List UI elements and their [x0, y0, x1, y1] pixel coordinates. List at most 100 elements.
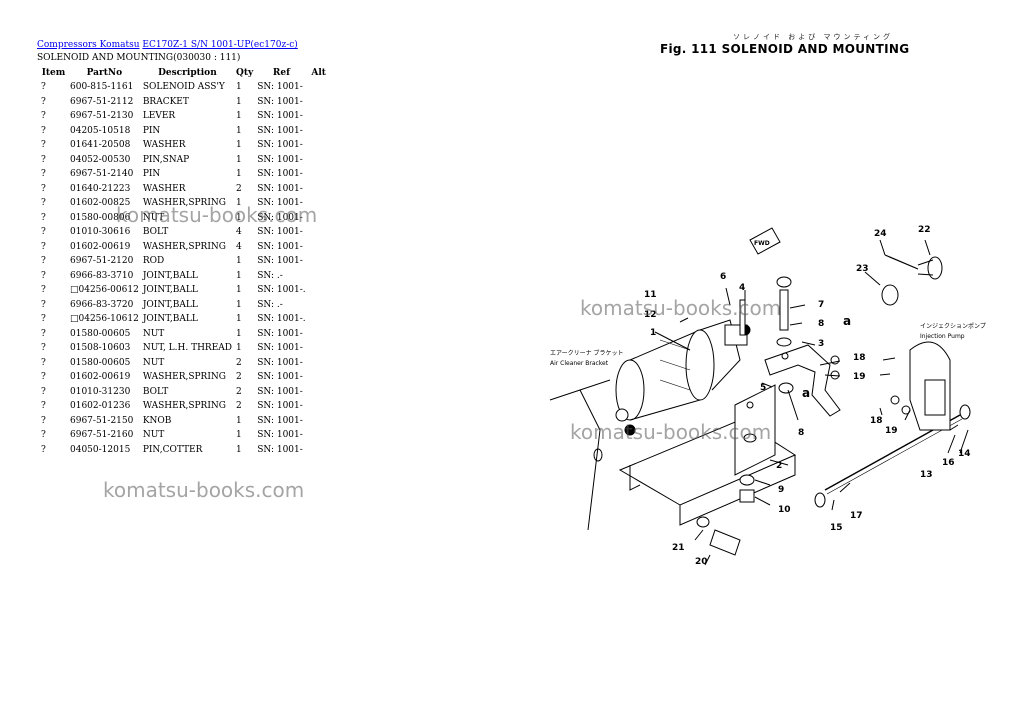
cell-qty: 1 [236, 415, 242, 426]
callout-22: 22 [918, 225, 931, 235]
cell-partno: 6966-83-3710 [70, 270, 134, 281]
callout-8: 8 [818, 319, 824, 329]
injection-pump-jp-label: インジェクションポンプ [920, 322, 986, 330]
cell-ref: SN: 1001- [257, 386, 303, 397]
cell-partno: 04050-12015 [70, 444, 131, 455]
cell-qty: 1 [236, 328, 242, 339]
callout-24: 24 [874, 229, 887, 239]
callout-19b: 19 [885, 426, 898, 436]
cell-ref: SN: 1001- [257, 415, 303, 426]
cell-item: ? [41, 372, 46, 383]
cell-alt [308, 283, 330, 298]
callout-3: 3 [818, 339, 824, 349]
cell-description: NUT [142, 430, 165, 441]
cell-alt [308, 327, 330, 342]
header-item: Item [41, 68, 66, 78]
cell-partno: 01641-20508 [70, 140, 131, 151]
cell-ref: SN: 1001- [257, 169, 303, 180]
cell-description: WASHER [142, 183, 186, 194]
parts-table: Item PartNo Description Qty Ref Alt ?600… [37, 66, 330, 457]
callout-8b: 8 [798, 428, 804, 438]
cell-item: ? [41, 154, 46, 165]
cell-item: ? [41, 314, 46, 325]
cell-partno: □04256-10612 [70, 314, 139, 325]
cell-qty: 1 [236, 314, 242, 325]
cell-ref: SN: 1001- [257, 82, 303, 93]
callout-18: 18 [853, 353, 866, 363]
cell-partno: 6967-51-2112 [70, 96, 134, 107]
cell-item: ? [41, 227, 46, 238]
callout-17: 17 [850, 511, 863, 521]
cell-partno: 01580-00605 [70, 357, 131, 368]
cell-alt [308, 95, 330, 110]
cell-alt [308, 385, 330, 400]
cell-qty: 1 [236, 169, 242, 180]
cell-ref: SN: 1001- [257, 96, 303, 107]
cell-description: ROD [142, 256, 165, 267]
cell-qty: 1 [236, 444, 242, 455]
cell-alt [308, 109, 330, 124]
cell-qty: 1 [236, 256, 242, 267]
cell-partno: 6967-51-2150 [70, 415, 134, 426]
cell-partno: 04205-10518 [70, 125, 131, 136]
cell-description: BOLT [142, 227, 169, 238]
breadcrumb-link-catalog[interactable]: Compressors Komatsu [37, 40, 140, 50]
cell-item: ? [41, 212, 46, 223]
cell-alt [308, 124, 330, 139]
cell-ref: SN: 1001- [257, 241, 303, 252]
cell-partno: 6967-51-2130 [70, 111, 134, 122]
cell-description: NUT [142, 212, 165, 223]
callout-21: 21 [672, 543, 685, 553]
header-ref: Ref [272, 68, 290, 78]
cell-qty: 4 [236, 227, 242, 238]
cell-ref: SN: 1001- [257, 154, 303, 165]
breadcrumb-link-model[interactable]: EC170Z-1 S/N 1001-UP(ec170z-c) [142, 40, 298, 50]
callout-13: 13 [920, 470, 933, 480]
callout-4: 4 [739, 283, 745, 293]
cell-alt [308, 428, 330, 443]
cell-ref: SN: 1001- [257, 343, 303, 354]
cell-qty: 1 [236, 430, 242, 441]
cell-description: NUT [142, 328, 165, 339]
cell-item: ? [41, 169, 46, 180]
cell-item: ? [41, 430, 46, 441]
cell-alt [308, 370, 330, 385]
exploded-diagram: エアークリーナ ブラケット Air Cleaner Bracket インジェクシ… [549, 225, 986, 567]
cell-description: JOINT,BALL [142, 314, 198, 325]
cell-qty: 1 [236, 154, 242, 165]
cell-description: JOINT,BALL [142, 299, 198, 310]
cell-description: LEVER [142, 111, 176, 122]
callout-a2: a [802, 386, 810, 400]
cell-item: ? [41, 198, 46, 209]
cell-partno: 01010-31230 [70, 386, 131, 397]
bracket [593, 384, 797, 526]
cell-item: ? [41, 82, 46, 93]
cell-item: ? [41, 111, 46, 122]
cell-alt [308, 240, 330, 255]
callout-14: 14 [958, 449, 971, 459]
watermark: komatsu-books.com [116, 203, 318, 227]
callout-2: 2 [776, 461, 782, 471]
callout-a: a [843, 314, 851, 328]
callout-19: 19 [853, 372, 866, 382]
callout-15: 15 [830, 523, 843, 533]
cell-partno: 6966-83-3720 [70, 299, 134, 310]
cell-alt [308, 153, 330, 168]
cell-item: ? [41, 386, 46, 397]
cell-item: ? [41, 140, 46, 151]
cell-ref: SN: 1001- [257, 212, 303, 223]
table-header-row: Item PartNo Description Qty Ref Alt [37, 66, 330, 80]
